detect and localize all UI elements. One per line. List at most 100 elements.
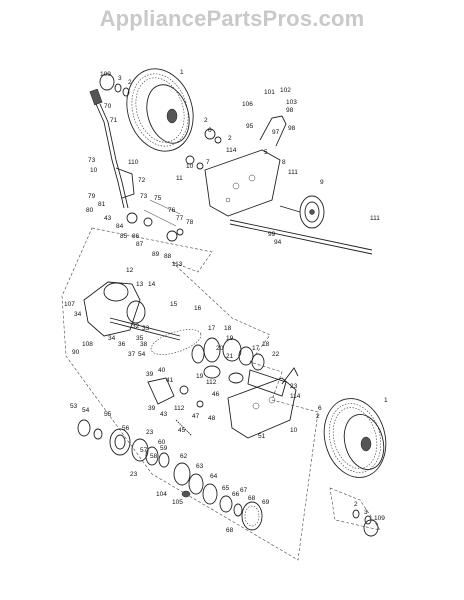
part-label: 98	[288, 125, 296, 132]
part-label: 53	[70, 403, 78, 410]
part-label: 87	[136, 241, 144, 248]
part-label: 105	[172, 499, 183, 506]
part-label: 8	[282, 159, 286, 166]
part-label: 2	[128, 79, 132, 86]
part-label: 6	[208, 127, 212, 134]
part-label: 32	[132, 323, 140, 330]
part-label: 38	[140, 341, 148, 348]
part-label: 17	[208, 325, 216, 332]
part-label: 114	[226, 147, 237, 154]
part-label: 21	[226, 353, 234, 360]
part-label: 23	[130, 471, 138, 478]
part-label: 99	[268, 231, 276, 238]
part-label: 88	[164, 253, 172, 260]
rear-wheel-upper[interactable]	[117, 60, 204, 160]
part-label: 110	[128, 159, 139, 166]
part-label: 86	[132, 233, 140, 240]
part-label: 81	[98, 201, 106, 208]
part-label: 98	[286, 107, 294, 114]
part-label: 34	[108, 335, 116, 342]
part-label: 55	[104, 411, 112, 418]
part-label: 20	[216, 345, 224, 352]
part-label: 70	[104, 103, 112, 110]
part-label: 68	[248, 495, 256, 502]
part-label: 39	[146, 371, 154, 378]
part-label: 89	[152, 251, 160, 258]
hub-parts-lower	[352, 509, 379, 537]
rear-wheel-lower[interactable]	[316, 392, 395, 485]
part-label: 5	[264, 149, 268, 156]
part-label: 2	[204, 117, 208, 124]
group-outline-right	[329, 487, 381, 531]
part-label: 64	[210, 473, 218, 480]
part-label: 14	[148, 281, 156, 288]
part-label: 75	[154, 195, 162, 202]
part-label: 73	[88, 157, 96, 164]
part-label: 33	[142, 325, 150, 332]
part-label: 15	[170, 301, 178, 308]
part-label: 19	[226, 335, 234, 342]
part-label: 23	[146, 429, 154, 436]
part-label: 16	[194, 305, 202, 312]
part-label: 112	[174, 405, 185, 412]
part-label: 40	[158, 367, 166, 374]
group-outline	[61, 227, 319, 561]
part-label: 103	[286, 99, 297, 106]
part-label: 35	[136, 335, 144, 342]
part-label: 2	[354, 501, 358, 508]
part-label: 10	[186, 163, 194, 170]
part-label: 111	[288, 169, 298, 176]
part-label: 66	[232, 491, 240, 498]
part-label: 54	[82, 407, 90, 414]
part-label: 23	[290, 383, 298, 390]
hub-parts-upper	[89, 73, 130, 106]
part-label: 113	[172, 261, 183, 268]
part-label: 111	[370, 215, 380, 222]
watermark-text: AppliancePartsPros.com	[99, 6, 365, 31]
part-label: 90	[72, 349, 80, 356]
part-label: 58	[150, 453, 158, 460]
part-label: 1	[384, 397, 388, 404]
part-label: 65	[222, 485, 230, 492]
part-label: 97	[272, 129, 280, 136]
part-label: 60	[158, 439, 166, 446]
part-label: 43	[104, 215, 112, 222]
brake-assembly	[147, 377, 204, 437]
part-label: 94	[274, 239, 282, 246]
part-label: 43	[160, 411, 168, 418]
linkage-upper	[126, 128, 222, 242]
part-label: 18	[262, 341, 270, 348]
part-label: 84	[116, 223, 124, 230]
part-label: 102	[280, 87, 291, 94]
part-label: 2	[316, 413, 320, 420]
left-hub-stack	[77, 419, 170, 468]
part-label: 56	[122, 425, 130, 432]
transmission-case	[83, 281, 181, 341]
part-label: 57	[140, 447, 148, 454]
shift-lever[interactable]	[95, 103, 135, 209]
part-label: 1	[180, 69, 184, 76]
part-label: 37	[128, 351, 136, 358]
axle-housing-upper	[204, 115, 287, 217]
gear-cluster	[203, 338, 287, 397]
part-label: 36	[118, 341, 126, 348]
part-label: 13	[136, 281, 144, 288]
part-label: 47	[192, 413, 200, 420]
part-label: 73	[140, 193, 148, 200]
part-label: 106	[242, 101, 253, 108]
part-label: 45	[178, 427, 186, 434]
part-label: 17	[252, 345, 260, 352]
part-label: 18	[224, 325, 232, 332]
part-label: 78	[186, 219, 194, 226]
part-label: 48	[208, 415, 216, 422]
part-label: 59	[160, 445, 168, 452]
part-label: 107	[64, 301, 75, 308]
part-label: 109	[100, 71, 111, 78]
part-label: 109	[374, 515, 385, 522]
part-label: 39	[148, 405, 156, 412]
part-label: 3	[118, 75, 122, 82]
part-label: 77	[176, 215, 184, 222]
part-label: 6	[318, 405, 322, 412]
part-label: 101	[264, 89, 275, 96]
